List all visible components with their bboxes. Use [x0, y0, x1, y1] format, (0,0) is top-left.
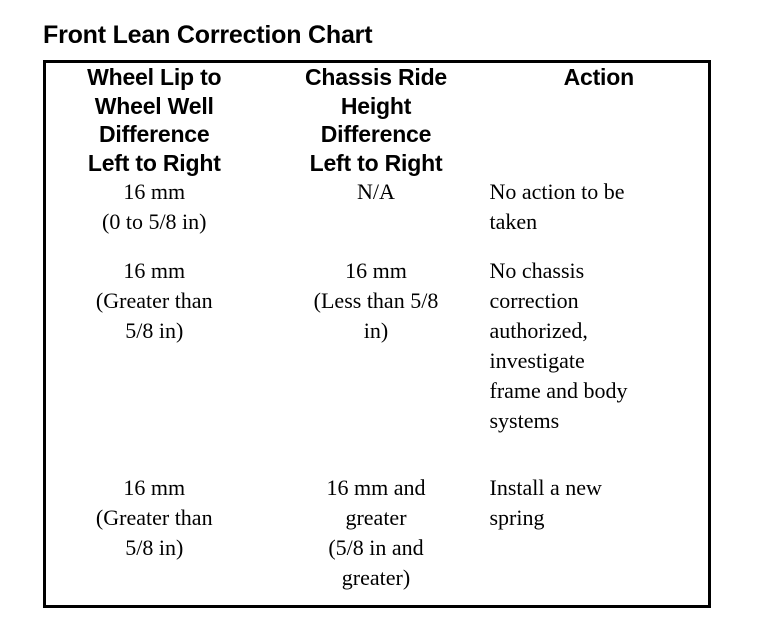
- cell-line: 5/8 in): [125, 318, 184, 344]
- cell-line: (Greater than: [95, 288, 213, 314]
- cell-wheel-lip-difference: 16 mm (Greater than 5/8 in): [45, 256, 263, 472]
- cell-wheel-lip-difference: 16 mm (Greater than 5/8 in): [45, 473, 263, 607]
- cell-line: spring: [489, 504, 545, 530]
- column-header-wheel-lip-to-wheel-well: Wheel Lip to Wheel Well Difference Left …: [45, 62, 263, 178]
- cell-line: systems: [489, 408, 560, 434]
- cell-line: authorized,: [489, 318, 588, 344]
- table-row: 16 mm (Greater than 5/8 in) 16 mm (Less …: [45, 256, 710, 472]
- header-line: Chassis Ride: [304, 64, 448, 90]
- cell-line: investigate: [489, 348, 585, 374]
- cell-chassis-ride-height-difference: 16 mm (Less than 5/8 in): [263, 256, 490, 472]
- cell-line: taken: [489, 209, 538, 234]
- cell-line: 16 mm: [345, 258, 407, 284]
- header-line: Left to Right: [309, 149, 443, 176]
- cell-chassis-ride-height-difference: 16 mm and greater (5/8 in and greater): [263, 473, 490, 607]
- cell-line: 5/8 in): [125, 534, 184, 560]
- header-line: Wheel Well: [94, 92, 214, 119]
- cell-line: in): [363, 318, 389, 344]
- cell-line: (0 to 5/8 in): [102, 209, 207, 234]
- cell-line: (Less than 5/8: [313, 288, 439, 314]
- cell-line: 16 mm: [123, 179, 186, 204]
- table-header-row: Wheel Lip to Wheel Well Difference Left …: [45, 62, 710, 178]
- cell-line: 16 mm: [123, 474, 186, 500]
- cell-action: No chassis correction authorized, invest…: [490, 256, 710, 472]
- cell-line: (5/8 in and: [328, 534, 424, 560]
- cell-line: greater: [345, 504, 407, 530]
- cell-chassis-ride-height-difference: N/A: [263, 177, 490, 256]
- cell-line: N/A: [357, 179, 395, 204]
- header-line: Difference: [320, 121, 432, 147]
- cell-action: No action to be taken: [490, 177, 710, 256]
- column-header-action: Action: [490, 62, 710, 178]
- header-line: Action: [563, 64, 635, 90]
- page-title: Front Lean Correction Chart: [43, 21, 373, 49]
- cell-action: Install a new spring: [490, 473, 710, 607]
- cell-wheel-lip-difference: 16 mm (0 to 5/8 in): [45, 177, 263, 256]
- header-line: Difference: [99, 121, 210, 147]
- cell-line: No action to be: [489, 179, 625, 204]
- cell-line: 16 mm and: [326, 474, 426, 500]
- cell-line: frame and body: [489, 378, 628, 404]
- cell-line: No chassis: [489, 258, 585, 284]
- header-line: Left to Right: [87, 149, 221, 176]
- column-header-chassis-ride-height: Chassis Ride Height Difference Left to R…: [263, 62, 490, 178]
- header-line: Height: [340, 92, 412, 119]
- cell-line: Install a new: [489, 474, 602, 500]
- cell-line: 16 mm: [123, 258, 186, 284]
- cell-line: (Greater than: [95, 504, 213, 530]
- table-row: 16 mm (0 to 5/8 in) N/A No action to be …: [45, 177, 710, 256]
- cell-line: correction: [489, 288, 579, 314]
- header-line: Wheel Lip to: [87, 64, 222, 90]
- cell-line: greater): [341, 564, 411, 590]
- table-row: 16 mm (Greater than 5/8 in) 16 mm and gr…: [45, 473, 710, 607]
- front-lean-correction-table: Wheel Lip to Wheel Well Difference Left …: [43, 60, 711, 608]
